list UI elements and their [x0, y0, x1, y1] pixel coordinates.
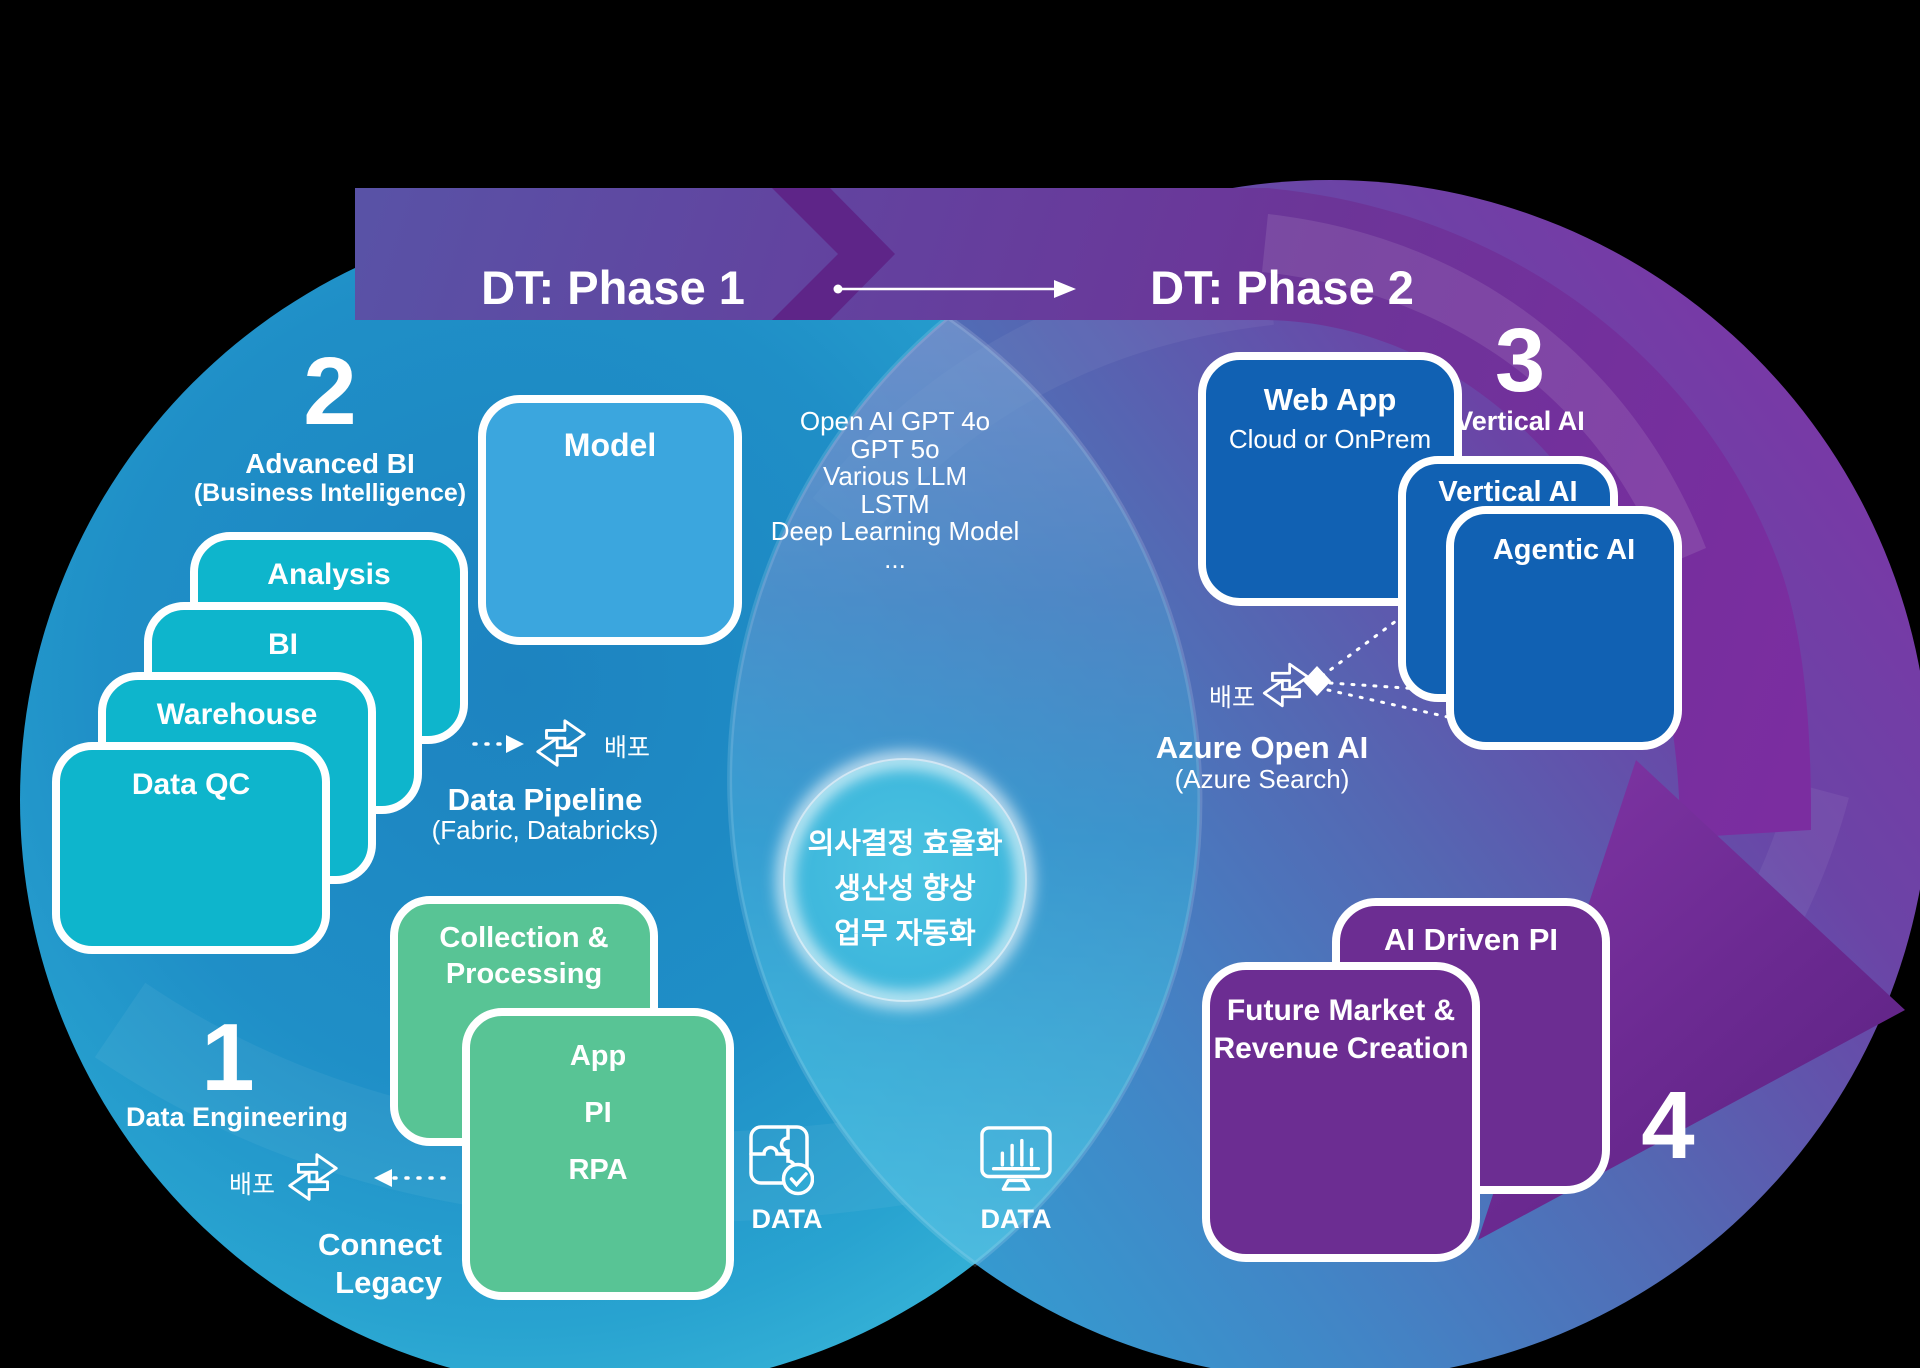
model-list: Open AI GPT 4o GPT 5o Various LLM LSTM D…: [745, 406, 1045, 574]
future-market-card-line2: Revenue Creation: [1213, 1032, 1469, 1065]
app-card-item-rpa: RPA: [568, 1154, 628, 1186]
step2-number: 2: [303, 338, 357, 445]
app-card-item-pi: PI: [584, 1097, 612, 1129]
phase-flow-arrow-icon: [833, 280, 1076, 298]
stack-card-dataqc-label: Data QC: [131, 768, 251, 801]
deploy-label-pipeline: 배포: [603, 734, 650, 762]
model-list-item: GPT 5o: [850, 433, 940, 464]
data-label-right: DATA: [980, 1204, 1052, 1234]
azure-title: Azure Open AI: [1155, 730, 1369, 765]
model-list-item: Deep Learning Model: [770, 516, 1020, 546]
connect-line2: Legacy: [335, 1265, 442, 1300]
agentic-ai-card-label: Agentic AI: [1492, 534, 1636, 566]
deploy-label-legacy: 배포: [228, 1171, 275, 1199]
step2-label: Advanced BI: [245, 448, 415, 479]
connect-legacy-label: Connect Legacy: [242, 1226, 442, 1302]
stack-card-bi-label: BI: [268, 628, 298, 661]
model-list-item: Various LLM: [822, 461, 968, 491]
model-card-label: Model: [563, 427, 657, 463]
deploy-label-azure: 배포: [1208, 684, 1255, 712]
phase1-title: DT: Phase 1: [481, 261, 745, 314]
flow-ribbon: [355, 188, 1811, 838]
step2-sublabel: (Business Intelligence): [193, 479, 467, 507]
deploy-arrows-icon: [1262, 662, 1310, 708]
model-list-item: Open AI GPT 4o: [799, 406, 991, 436]
deploy-arrows-icon: [536, 719, 586, 767]
pipeline-title: Data Pipeline: [447, 782, 643, 817]
collection-card-line2: Processing: [445, 958, 603, 990]
step3-label: Vertical AI: [1455, 406, 1585, 436]
app-card: App PI RPA: [462, 1008, 734, 1300]
agentic-ai-card: Agentic AI: [1446, 506, 1682, 750]
connect-line1: Connect: [318, 1227, 442, 1262]
app-card-item-app: App: [569, 1040, 627, 1072]
stack-deploy-dotted-arrow: [472, 735, 524, 753]
pipeline-subtitle: (Fabric, Databricks): [431, 815, 659, 845]
goal-line: 업무 자동화: [834, 918, 976, 950]
model-list-item: LSTM: [860, 488, 930, 519]
legacy-deploy-dotted-arrow: [374, 1169, 454, 1187]
step3-number: 3: [1494, 311, 1546, 411]
webapp-card-subtitle: Cloud or OnPrem: [1228, 424, 1432, 454]
webapp-card-title: Web App: [1263, 382, 1397, 417]
data-label-left: DATA: [751, 1204, 823, 1234]
phase2-title: DT: Phase 2: [1150, 261, 1414, 314]
puzzle-data-icon: [749, 1125, 814, 1196]
model-card: Model: [478, 395, 742, 645]
future-market-card: Future Market & Revenue Creation: [1202, 962, 1480, 1262]
goal-line: 생산성 향상: [834, 873, 976, 905]
model-list-item: ...: [884, 543, 906, 574]
step1-number: 1: [201, 1004, 255, 1111]
deploy-arrows-icon: [288, 1153, 338, 1201]
stack-card-analysis-label: Analysis: [267, 558, 391, 591]
stack-card-warehouse-label: Warehouse: [156, 698, 318, 731]
azure-subtitle: (Azure Search): [1174, 764, 1350, 794]
ai-driven-pi-card-label: AI Driven PI: [1384, 922, 1558, 957]
goal-glow-circle: [778, 753, 1032, 1007]
goal-circle-text: 의사결정 효율화 생산성 향상 업무 자동화: [755, 822, 1055, 957]
future-market-card-line1: Future Market &: [1226, 994, 1456, 1027]
step4-number: 4: [1641, 1072, 1695, 1179]
stack-card-dataqc: Data QC: [52, 742, 330, 954]
goal-line: 의사결정 효율화: [807, 828, 1003, 860]
collection-card-line1: Collection &: [439, 922, 609, 954]
vertical-ai-card-label: Vertical AI: [1438, 476, 1578, 508]
ribbon-chevron-icon: [772, 188, 895, 320]
monitor-data-icon: [980, 1126, 1052, 1191]
step1-label: Data Engineering: [125, 1102, 349, 1132]
